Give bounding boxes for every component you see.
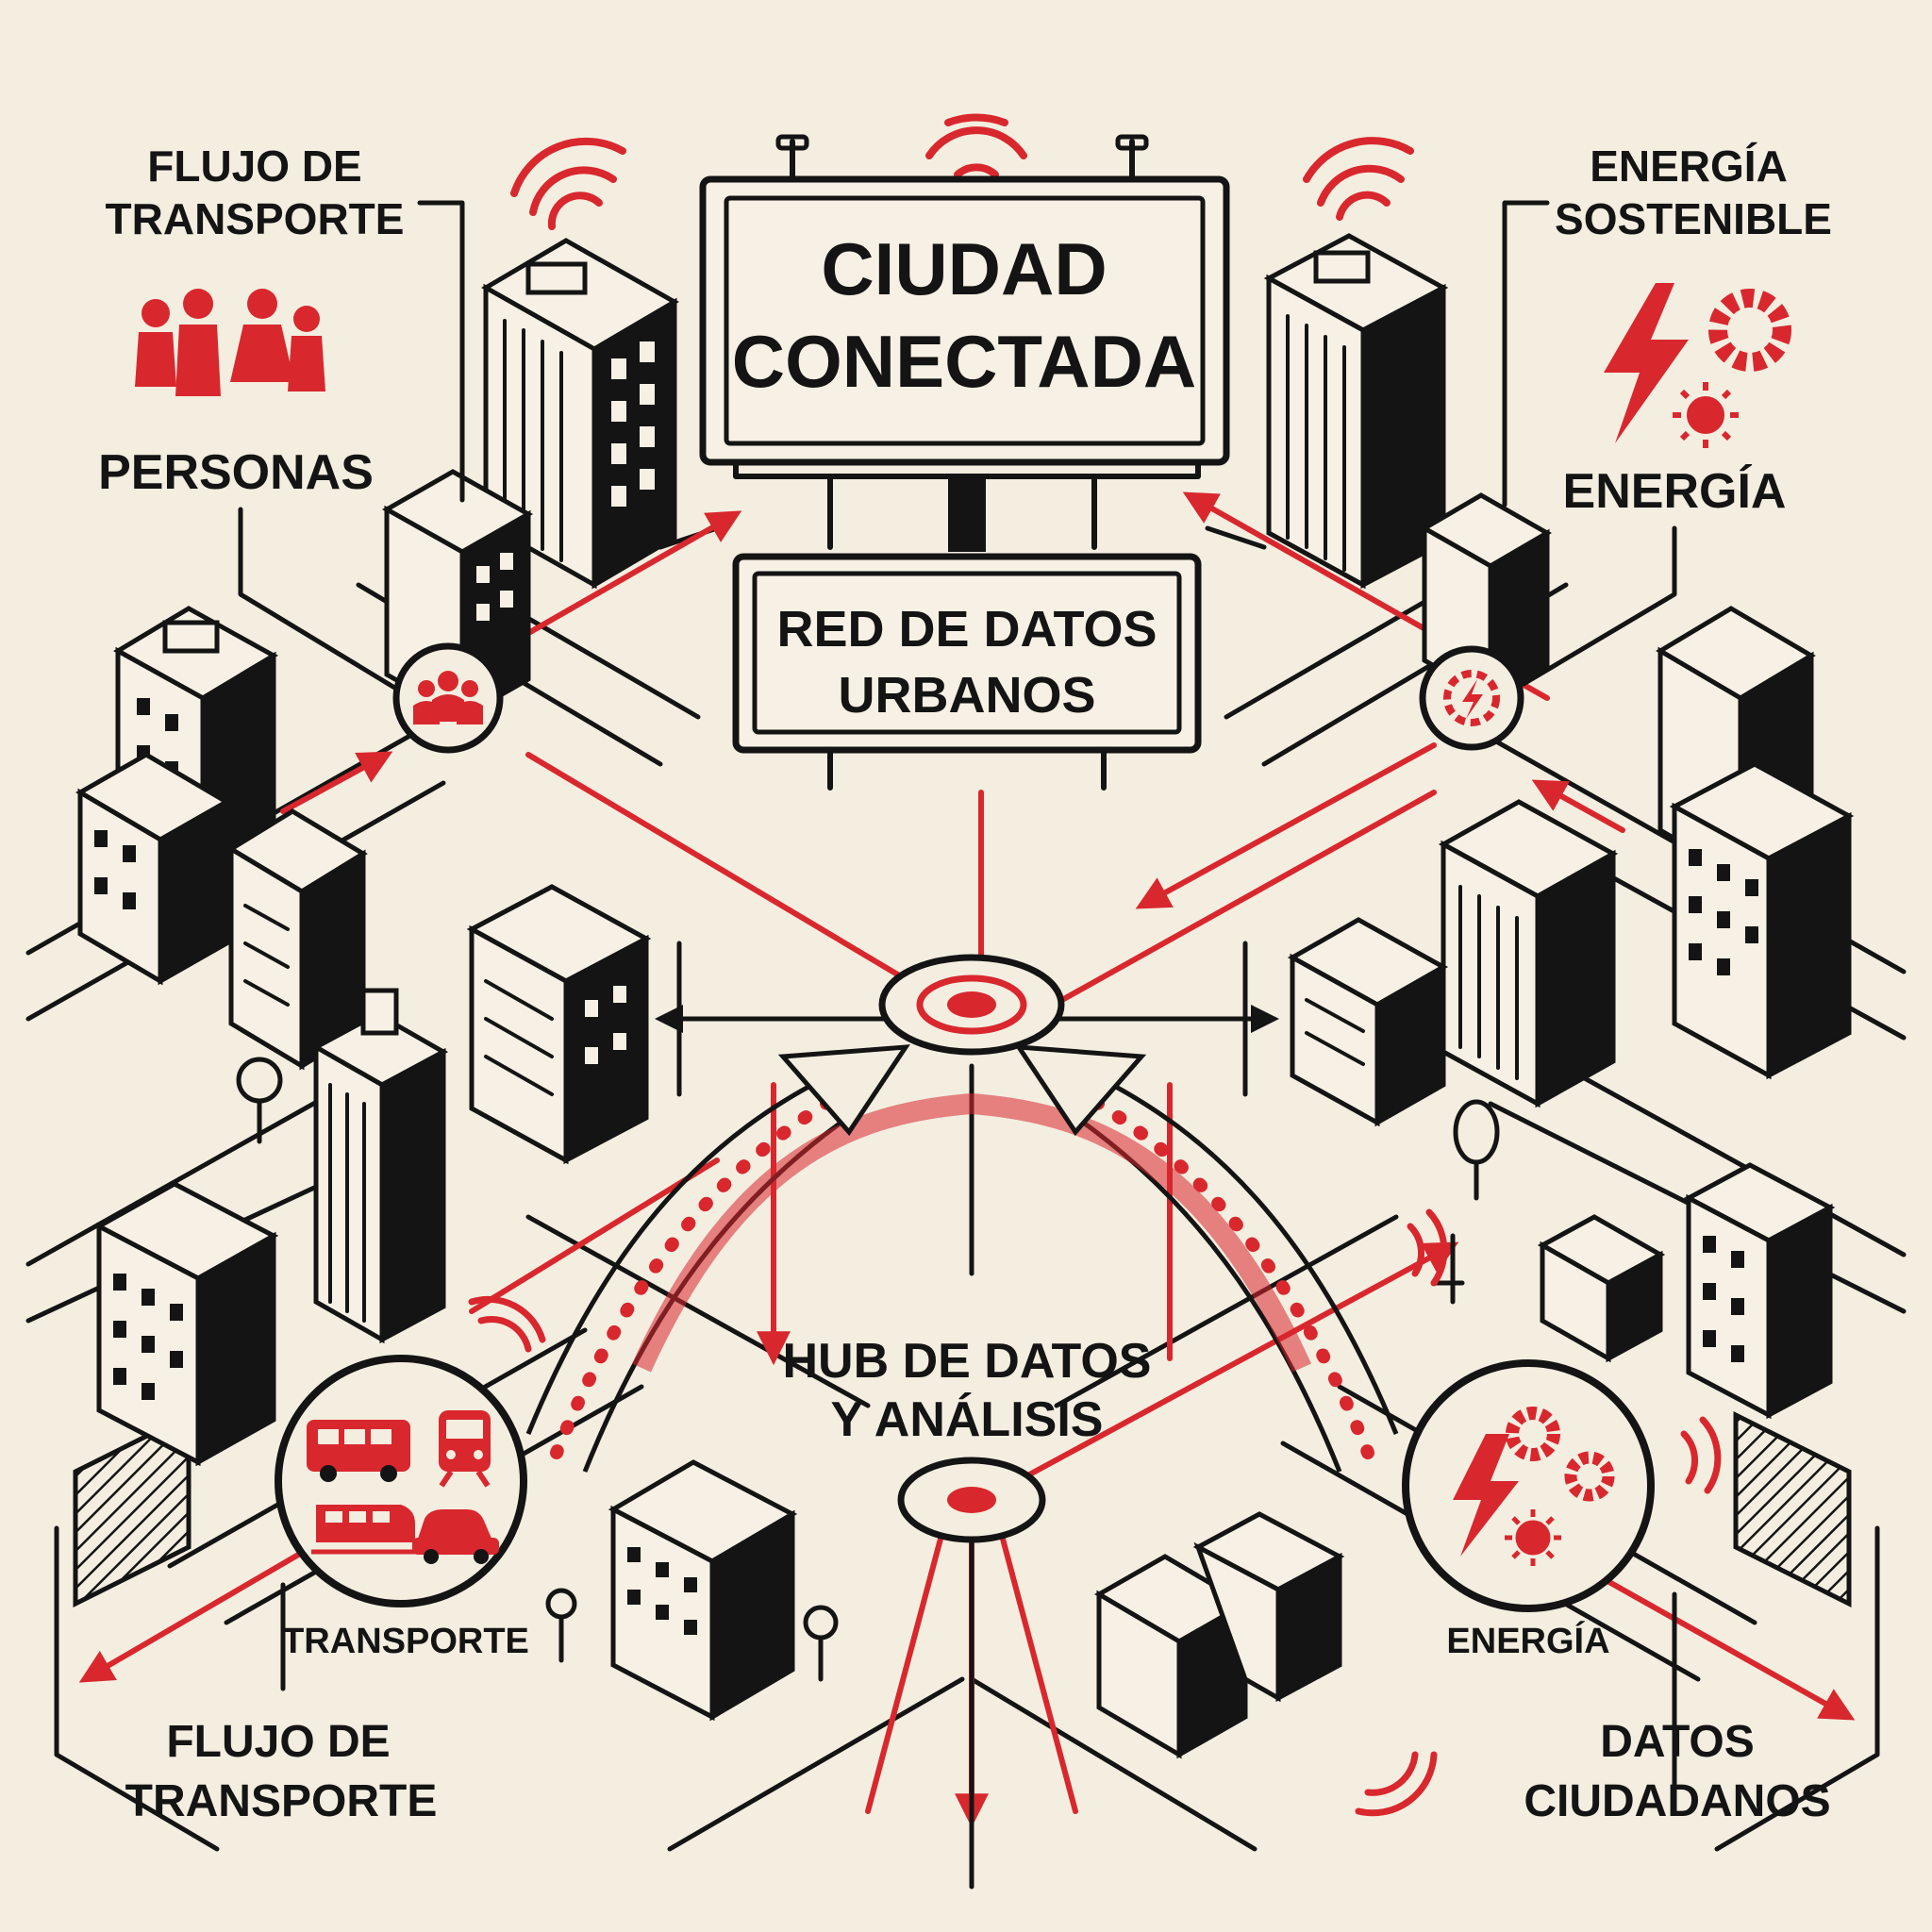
energy-data-node: [1402, 1359, 1655, 1612]
energy-node: [1419, 645, 1524, 751]
gear-icon: [1708, 289, 1791, 372]
network-line-2: URBANOS: [838, 667, 1095, 724]
network-line-1: RED DE DATOS: [776, 601, 1157, 658]
energy-small-label: ENERGÍA: [1446, 1620, 1609, 1661]
train-icon: [439, 1410, 491, 1488]
dotted-flow-arches: [525, 1044, 1399, 1473]
building-right-bottom: [1094, 1511, 1345, 1759]
gear-icon: [1506, 1407, 1560, 1461]
title-billboard: CIUDAD CONECTADA: [699, 134, 1230, 552]
people-node: [392, 642, 504, 754]
building-center-block: [466, 884, 652, 1165]
wifi-icon: [925, 113, 1027, 178]
lightning-icon: [1604, 283, 1689, 443]
building-right-small: [1537, 1214, 1666, 1363]
hub-line-2: Y ANÁLISIS: [831, 1392, 1104, 1447]
tram-icon: [311, 1505, 420, 1555]
people-node-icon: [413, 671, 483, 724]
building-top-right-tower: [1263, 233, 1449, 590]
bottom-left-label-line-1: FLUJO DE: [166, 1717, 390, 1767]
energy-upper-label: ENERGÍA: [1563, 464, 1787, 519]
sun-icon: [1505, 1509, 1561, 1566]
hub-connectors: [655, 1005, 1465, 1890]
building-right-center: [1438, 799, 1619, 1108]
bus-icon: [307, 1420, 410, 1482]
wifi-icon: [1303, 137, 1414, 221]
car-icon: [412, 1509, 499, 1564]
title-line-2: CONECTADA: [732, 320, 1197, 403]
title-line-1: CIUDAD: [821, 227, 1107, 310]
transport-node: [275, 1355, 527, 1607]
gear-icon: [1564, 1451, 1615, 1502]
lightning-icon: [1453, 1434, 1519, 1557]
sun-icon: [1673, 382, 1739, 448]
building-right-tower-low: [1683, 1162, 1836, 1420]
wifi-icon: [510, 137, 626, 230]
people-label: PERSONAS: [98, 445, 374, 500]
energy-node-icon: [1443, 670, 1500, 726]
top-left-label-line-1: FLUJO DE: [147, 142, 361, 191]
central-hub-node: [878, 954, 1065, 1056]
building-left-center: [226, 808, 368, 1071]
wifi-icon: [468, 1295, 546, 1353]
hatched-ground-right: [1733, 1410, 1852, 1608]
transport-small-label: TRANSPORTE: [282, 1622, 529, 1661]
tree-icon: [545, 1588, 839, 1682]
hub-line-1: HUB DE DATOS: [783, 1334, 1152, 1389]
network-billboard: RED DE DATOS URBANOS: [732, 553, 1202, 791]
bottom-left-label-line-2: TRANSPORTE: [125, 1776, 438, 1826]
building-right-low: [1287, 917, 1449, 1127]
top-right-label-line-1: ENERGÍA: [1590, 142, 1788, 191]
wifi-icon: [1407, 1208, 1448, 1287]
people-group-icon: [135, 289, 325, 396]
wifi-icon: [1355, 1751, 1438, 1817]
tree-icon: [1453, 1099, 1500, 1201]
top-left-label-line-2: TRANSPORTE: [106, 194, 405, 243]
bottom-right-label-line-2: CIUDADANOS: [1524, 1776, 1830, 1826]
building-left-bottom: [93, 1181, 279, 1467]
top-right-label-line-2: SOSTENIBLE: [1555, 194, 1832, 243]
analysis-hub-node: [897, 1457, 1046, 1543]
building-center-bottom: [608, 1459, 798, 1722]
building-left-lower: [75, 752, 231, 986]
tree-icon: [236, 1057, 283, 1144]
building-right-mid-tall: [1669, 761, 1855, 1080]
wifi-icon: [1680, 1416, 1722, 1494]
building-center-left-tower: [310, 988, 449, 1344]
bottom-right-label-line-1: DATOS: [1600, 1717, 1755, 1767]
